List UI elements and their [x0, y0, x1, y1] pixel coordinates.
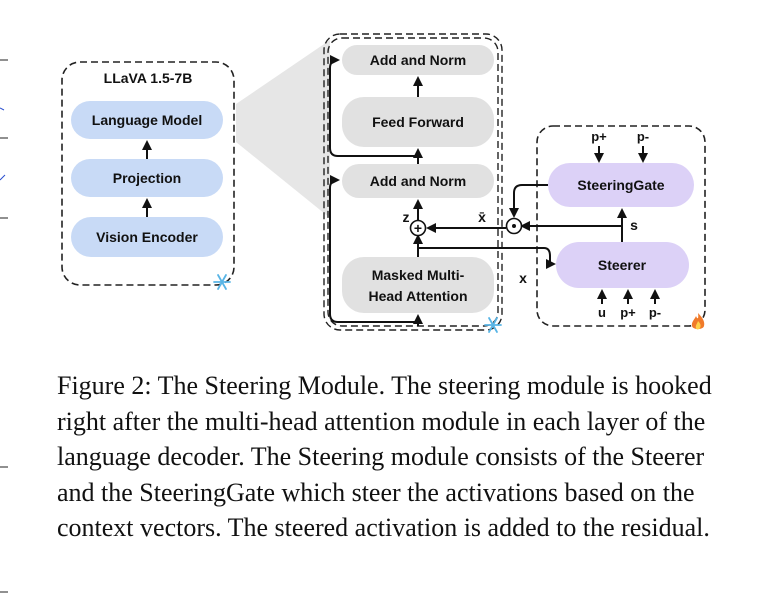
zoom-trapezoid	[236, 40, 330, 218]
llava-frame	[61, 61, 235, 286]
vision-encoder-box	[71, 217, 223, 257]
attention-label-line1: Masked Multi-	[372, 267, 465, 283]
add-norm-mid-box	[342, 164, 494, 198]
add-norm-mid-label: Add and Norm	[370, 173, 466, 189]
steerer-input-label-3: p-	[649, 305, 661, 320]
gate-input-label-2: p-	[637, 129, 649, 144]
snowflake-icon	[213, 274, 231, 290]
feed-forward-box	[342, 97, 494, 147]
attention-label-line2: Head Attention	[368, 288, 467, 304]
figure-caption: Figure 2: The Steering Module. The steer…	[57, 371, 712, 542]
steerer-input-label-1: u	[598, 305, 606, 320]
plus-node	[409, 219, 427, 237]
steerer-input-label-2: p+	[620, 305, 636, 320]
snowflake-icon	[484, 317, 502, 333]
decoder-frame-outer	[323, 33, 503, 331]
steering-gate-box	[548, 163, 694, 207]
arrow-gate-to-dot	[509, 184, 548, 218]
x-label: x	[519, 270, 527, 286]
language-model-label: Language Model	[92, 112, 202, 128]
steerer-label: Steerer	[598, 257, 647, 273]
dot-node-center	[512, 224, 516, 228]
llava-title: LLaVA 1.5-7B	[104, 70, 193, 86]
arrow-x-to-steerer	[418, 247, 556, 269]
fire-icon	[691, 313, 705, 330]
decoder-frame-inner	[327, 37, 499, 327]
z-label: z	[403, 209, 410, 225]
residual-top	[329, 55, 418, 157]
projection-box	[71, 159, 223, 197]
attention-box	[342, 257, 494, 313]
s-label: s	[630, 217, 638, 233]
vision-encoder-label: Vision Encoder	[96, 229, 198, 245]
language-model-box	[71, 101, 223, 139]
add-norm-top-box	[342, 45, 494, 75]
margin-fragments	[0, 59, 8, 593]
xbar-label: x̄	[478, 209, 486, 225]
residual-bottom	[329, 175, 418, 323]
feed-forward-label: Feed Forward	[372, 114, 464, 130]
steerer-box	[556, 242, 689, 288]
plus-symbol: +	[414, 220, 422, 236]
gate-input-label-1: p+	[591, 129, 607, 144]
projection-label: Projection	[113, 170, 181, 186]
steering-gate-label: SteeringGate	[577, 177, 664, 193]
add-norm-top-label: Add and Norm	[370, 52, 466, 68]
